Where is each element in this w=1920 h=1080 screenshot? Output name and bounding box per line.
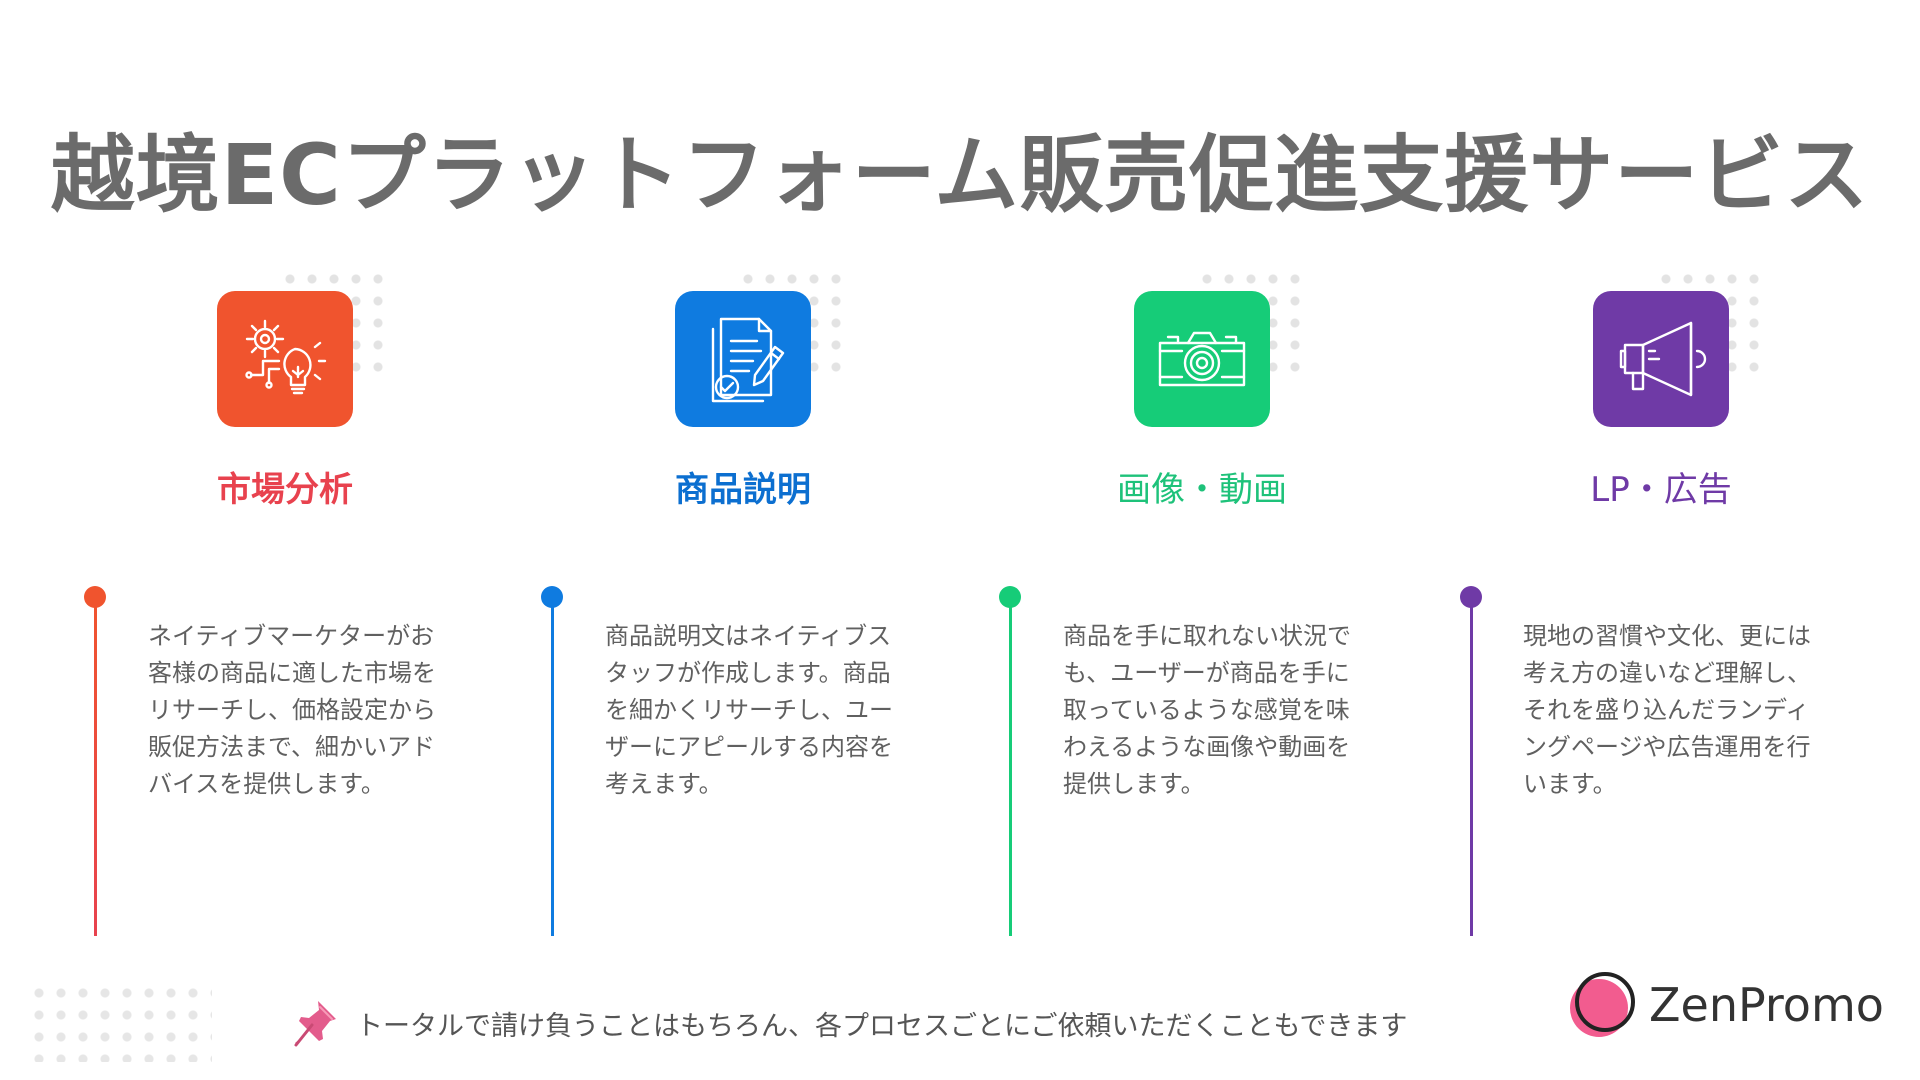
service-column-market-analysis: 市場分析 ネイティブマーケターがお客様の商品に適した市場をリサーチし、価格設定か… xyxy=(0,0,460,1080)
image-video-title: 画像・動画 xyxy=(1117,470,1287,510)
lp-ads-title: LP・広告 xyxy=(1590,470,1732,510)
timeline-line xyxy=(94,596,97,936)
market-analysis-icon-box xyxy=(217,291,353,427)
timeline-line xyxy=(1470,596,1473,936)
service-column-image-video: 画像・動画 商品を手に取れない状況でも、ユーザーが商品を手に取っているような感覚… xyxy=(0,0,1351,1080)
timeline-line xyxy=(551,596,554,936)
image-video-icon-box xyxy=(1134,291,1270,427)
footer-text: トータルで請け負うことはもちろん、各プロセスごとにご依頼いただくこともできます xyxy=(356,1010,1408,1042)
footer-note: トータルで請け負うことはもちろん、各プロセスごとにご依頼いただくこともできます xyxy=(290,995,1407,1051)
timeline-line xyxy=(1009,596,1012,936)
product-description-icon-box xyxy=(675,291,811,427)
lp-ads-description: 現地の習慣や文化、更には考え方の違いなど理解し、それを盛り込んだランディングペー… xyxy=(1523,622,1811,798)
brand-name: ZenPromo xyxy=(1649,978,1884,1032)
product-description-title: 商品説明 xyxy=(675,470,811,510)
lp-ads-icon-box xyxy=(1593,291,1729,427)
image-video-description: 商品を手に取れない状況でも、ユーザーが商品を手に取っているような感覚を味わえるよ… xyxy=(1063,622,1351,798)
document-check-pen-icon xyxy=(711,317,785,403)
gear-lightbulb-icon xyxy=(245,319,327,395)
pushpin-icon xyxy=(294,1001,336,1047)
service-column-product-description: 商品説明 商品説明文はネイティブスタッフが作成します。商品を細かくリサーチし、ユ… xyxy=(0,0,893,1080)
camera-icon xyxy=(1158,331,1246,387)
product-description-description: 商品説明文はネイティブスタッフが作成します。商品を細かくリサーチし、ユーザーにア… xyxy=(605,622,893,798)
megaphone-icon xyxy=(1619,321,1707,397)
market-analysis-description: ネイティブマーケターがお客様の商品に適した市場をリサーチし、価格設定から販促方法… xyxy=(148,622,436,798)
service-column-lp-ads: LP・広告 現地の習慣や文化、更には考え方の違いなど理解し、それを盛り込んだラン… xyxy=(0,0,1811,1080)
decorative-dots xyxy=(28,982,212,1062)
brand-logo: ZenPromo xyxy=(1565,968,1884,1042)
page-title: 越境ECプラットフォーム販売促進支援サービス xyxy=(50,126,1870,224)
zenpromo-logo-icon xyxy=(1570,972,1635,1037)
market-analysis-title: 市場分析 xyxy=(217,470,353,510)
